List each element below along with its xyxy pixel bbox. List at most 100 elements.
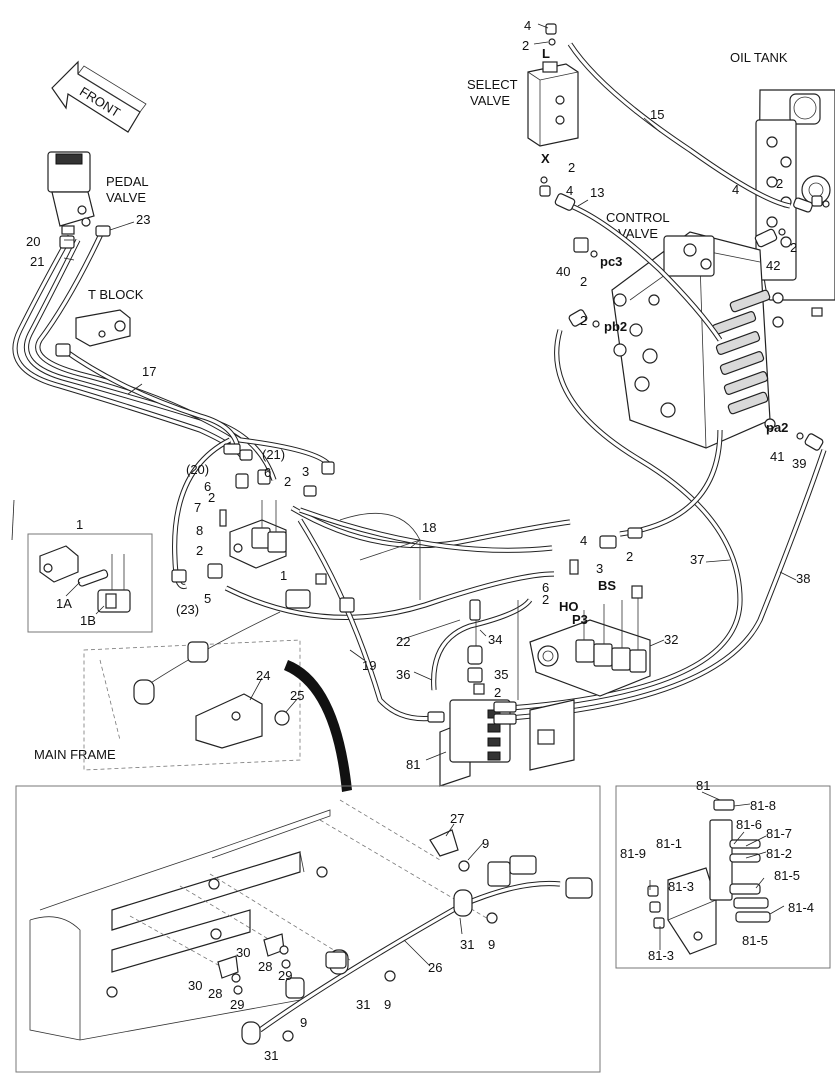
control-valve-label-1: CONTROL xyxy=(606,210,670,225)
callout: 2 xyxy=(568,160,575,175)
callout: 26 xyxy=(428,960,442,975)
callout: 32 xyxy=(664,632,678,647)
t-block: T BLOCK xyxy=(75,287,144,347)
port-P3: P3 xyxy=(572,612,588,627)
callout: 2 xyxy=(626,549,633,564)
callout: 31 xyxy=(264,1048,278,1063)
callout: 34 xyxy=(488,632,502,647)
callout: 23 xyxy=(136,212,150,227)
callout: 30 xyxy=(236,945,250,960)
callout: 6 xyxy=(542,580,549,595)
spool-caps xyxy=(711,289,771,415)
callout: 81-8 xyxy=(750,798,776,813)
callout: 4 xyxy=(580,533,587,548)
select-valve-label-1: SELECT xyxy=(467,77,518,92)
detail-box-81 xyxy=(615,785,831,969)
callout: 8 xyxy=(196,523,203,538)
callout: 18 xyxy=(422,520,436,535)
callout: 42 xyxy=(766,258,780,273)
callout: 81-1 xyxy=(656,836,682,851)
front-arrow: FRONT xyxy=(51,60,147,133)
callout: (23) xyxy=(176,602,199,617)
callout: 2 xyxy=(542,592,549,607)
callout: 29 xyxy=(278,968,292,983)
callout: 39 xyxy=(792,456,806,471)
callout: 4 xyxy=(566,183,573,198)
callout: 28 xyxy=(258,959,272,974)
callout: 2 xyxy=(790,240,797,255)
port-HO: HO xyxy=(559,599,579,614)
callout: 81-3 xyxy=(668,879,694,894)
callout: 81-6 xyxy=(736,817,762,832)
pedal-valve-label-1: PEDAL xyxy=(106,174,149,189)
callout: 81 xyxy=(696,778,710,793)
callout: 81-5 xyxy=(774,868,800,883)
callout: 2 xyxy=(208,490,215,505)
callout-1-box: 1 xyxy=(76,517,83,532)
callout: 30 xyxy=(188,978,202,993)
manifold-81 xyxy=(427,599,517,787)
callout: (20) xyxy=(186,462,209,477)
callout: 7 xyxy=(194,500,201,515)
callout: 41 xyxy=(770,449,784,464)
callout: 2 xyxy=(522,38,529,53)
fittings xyxy=(55,23,830,583)
callout: 40 xyxy=(556,264,570,279)
callout: 31 xyxy=(460,937,474,952)
detail-box-bottom-left xyxy=(15,785,601,1073)
callout: 81-4 xyxy=(788,900,814,915)
main-frame-label: MAIN FRAME xyxy=(34,747,116,762)
select-valve: SELECT VALVE L X xyxy=(467,46,579,166)
callout: 27 xyxy=(450,811,464,826)
callout-1A: 1A xyxy=(56,596,72,611)
callout: 1 xyxy=(280,568,287,583)
callout: 2 xyxy=(580,274,587,289)
callout: 6 xyxy=(264,465,271,480)
callout: 24 xyxy=(256,668,270,683)
callout: 20 xyxy=(26,234,40,249)
hoses xyxy=(12,42,827,722)
callout: 2 xyxy=(284,474,291,489)
bracket-24 xyxy=(133,589,355,749)
valve-32: BS HO P3 xyxy=(529,527,651,697)
callout: 9 xyxy=(488,937,495,952)
callout: 31 xyxy=(356,997,370,1012)
callout: 36 xyxy=(396,667,410,682)
select-valve-label-2: VALVE xyxy=(470,93,510,108)
callout: 9 xyxy=(482,836,489,851)
callout: 2 xyxy=(776,176,783,191)
callout: 2 xyxy=(580,313,587,328)
callout: 2 xyxy=(196,543,203,558)
callout: 9 xyxy=(300,1015,307,1030)
swing-arrow xyxy=(284,660,352,792)
callout: 3 xyxy=(302,464,309,479)
callout-1B: 1B xyxy=(80,613,96,628)
callout: 35 xyxy=(494,667,508,682)
leader-lines xyxy=(11,23,797,967)
callout: 15 xyxy=(650,107,664,122)
callout: 81 xyxy=(406,757,420,772)
callout: (21) xyxy=(262,447,285,462)
oil-tank-label: OIL TANK xyxy=(730,50,788,65)
callout: 81-5 xyxy=(742,933,768,948)
port-X: X xyxy=(541,151,550,166)
callout: 81-2 xyxy=(766,846,792,861)
callout: 81-7 xyxy=(766,826,792,841)
callout: 81-3 xyxy=(648,948,674,963)
callout: 28 xyxy=(208,986,222,1001)
t-block-label: T BLOCK xyxy=(88,287,144,302)
pedal-valve: PEDAL VALVE xyxy=(47,151,149,235)
callout: 4 xyxy=(524,18,531,33)
callout: 9 xyxy=(384,997,391,1012)
callout: 17 xyxy=(142,364,156,379)
port-L: L xyxy=(542,46,550,61)
callout: 81-9 xyxy=(620,846,646,861)
inset-box-1: 1 1A 1B xyxy=(27,517,153,633)
callout: 3 xyxy=(596,561,603,576)
callout: 21 xyxy=(30,254,44,269)
port-pb2: pb2 xyxy=(604,319,627,334)
port-BS: BS xyxy=(598,578,616,593)
callout: 6 xyxy=(204,479,211,494)
callout: 19 xyxy=(362,658,376,673)
